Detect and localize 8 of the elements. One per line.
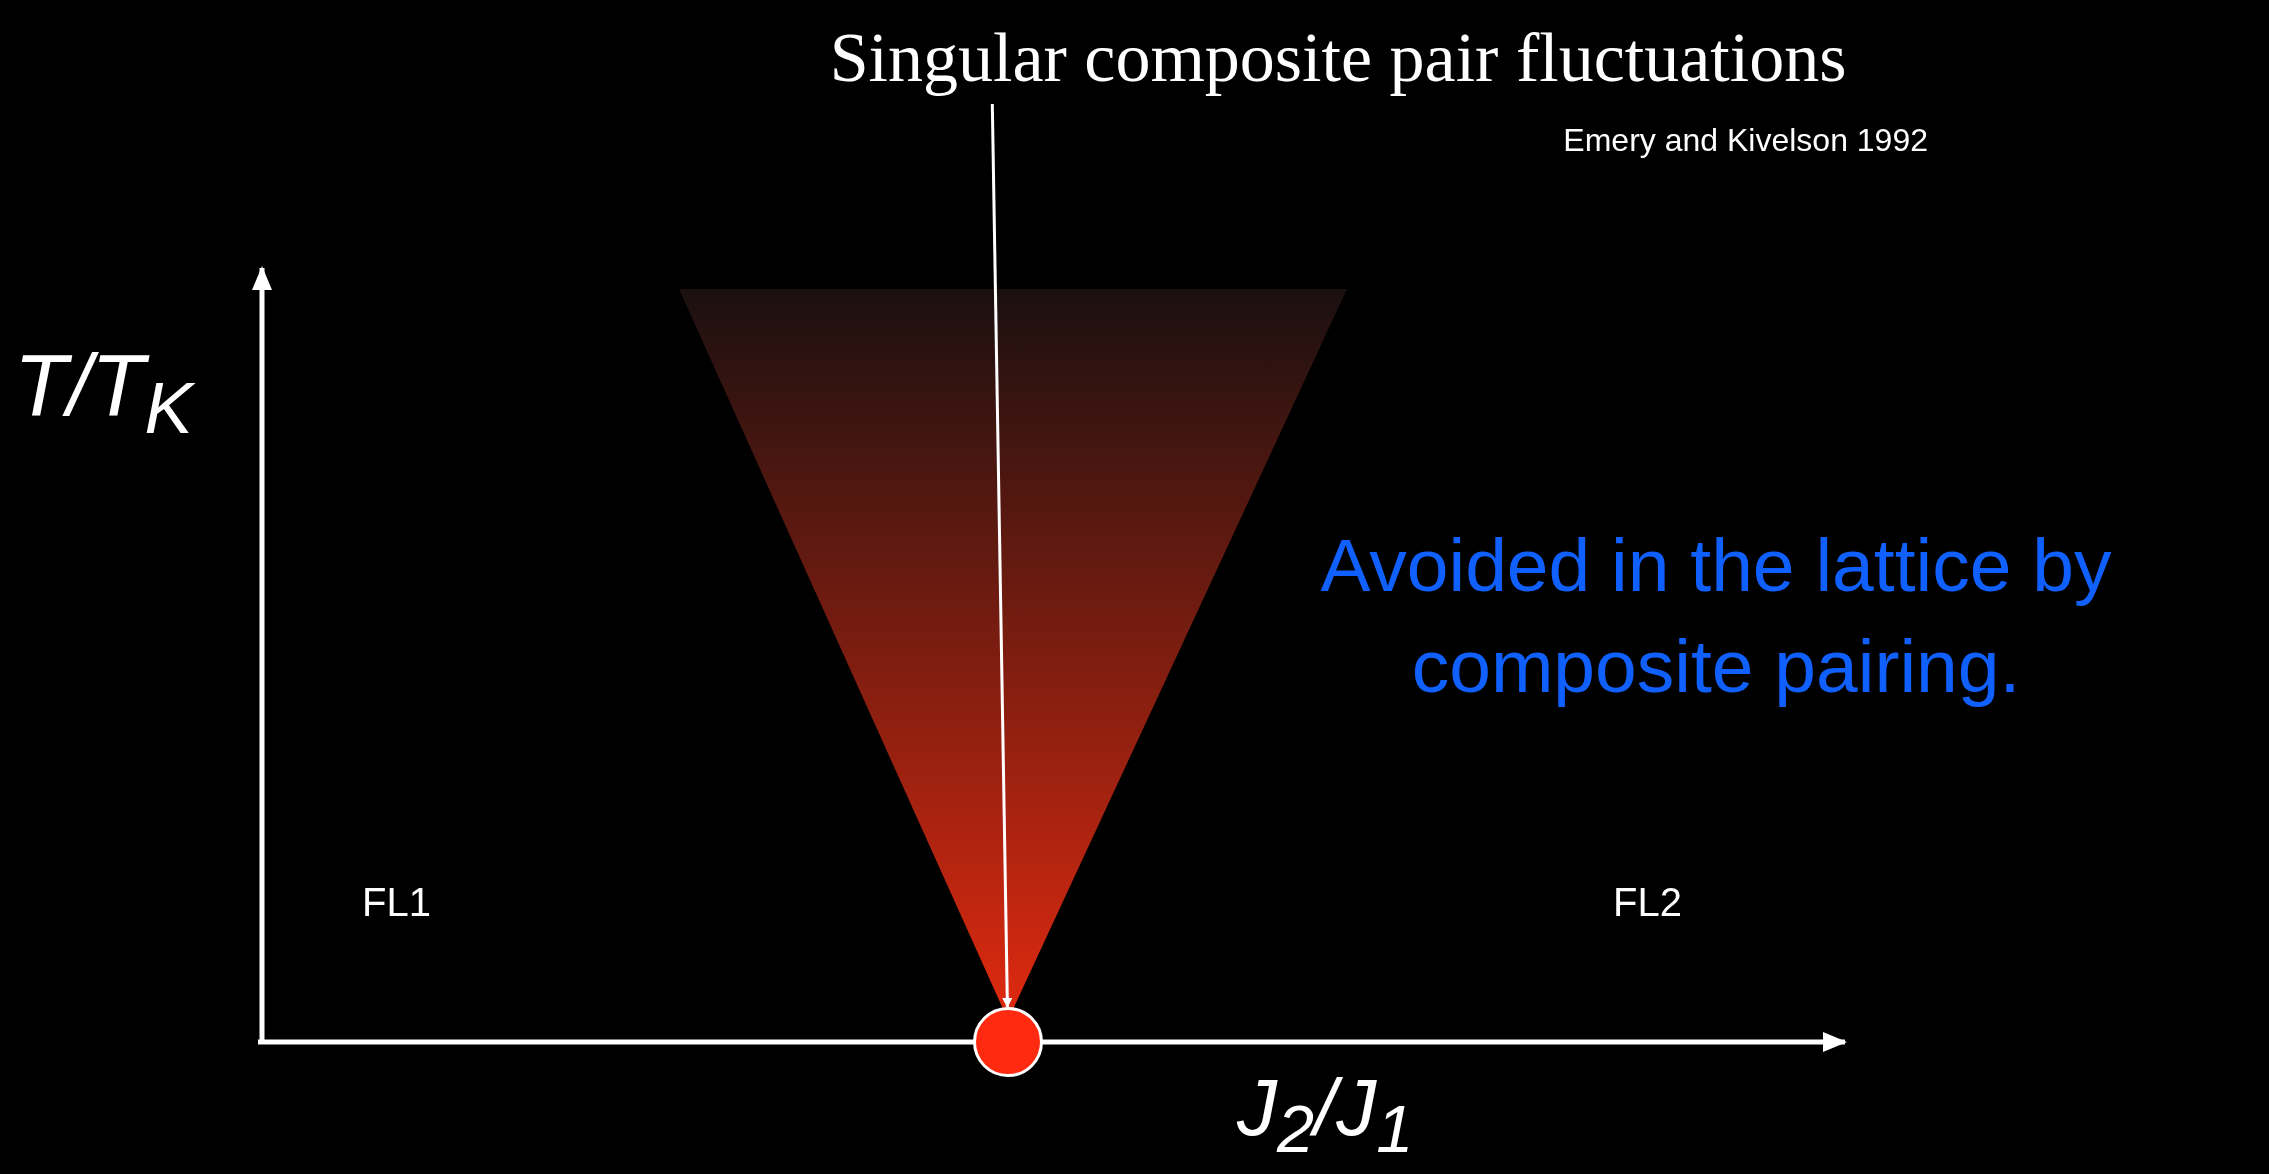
y-axis-label: T/T$_{K}$	[14, 335, 193, 450]
citation-text: Emery and Kivelson 1992	[1563, 122, 1928, 159]
note-text: Avoided in the lattice by composite pairing.	[1319, 522, 2113, 710]
x-axis-label: J$_{2}$/J$_{1}$	[1237, 1068, 1414, 1163]
leader-arrow	[990, 103, 1013, 1008]
phase-label: FL2	[1613, 880, 1682, 925]
title-text: Singular composite pair fluctuations	[829, 18, 1847, 98]
phase-label: FL1	[362, 880, 431, 925]
